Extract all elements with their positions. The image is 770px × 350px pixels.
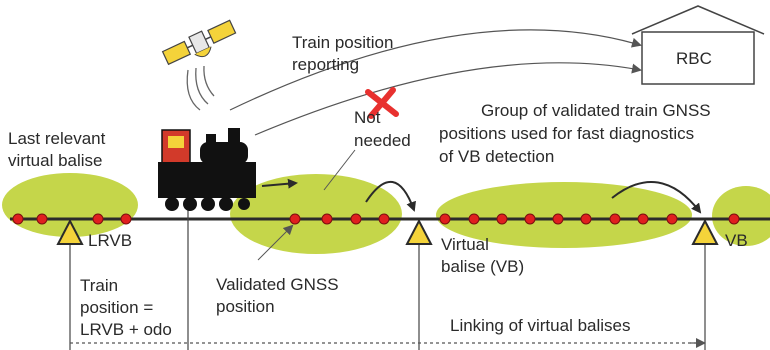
red-cross-icon <box>365 87 399 119</box>
gnss-point <box>666 213 678 225</box>
gnss-point <box>12 213 24 225</box>
gnss-point <box>350 213 362 225</box>
gnss-point <box>439 213 451 225</box>
last-relevant-label-line2: virtual balise <box>8 151 103 170</box>
virtual-balise-icon <box>691 218 719 245</box>
reference-lines <box>69 210 706 350</box>
virtual-balise-icons <box>56 218 719 245</box>
last-relevant-label-line1: Last relevant <box>8 129 106 148</box>
gnss-point <box>36 213 48 225</box>
virtual-balise-label-line2: balise (VB) <box>441 257 524 276</box>
gnss-point <box>468 213 480 225</box>
train-icon <box>158 128 256 211</box>
rbc-building-icon <box>631 5 765 85</box>
vb-detect-arrow-left <box>365 181 416 212</box>
lrvb-label: LRVB <box>88 231 132 250</box>
gnss-point <box>609 213 621 225</box>
validated-gnss-pointer <box>257 224 294 261</box>
gnss-point <box>580 213 592 225</box>
rbc-label: RBC <box>676 49 712 68</box>
vb-label: VB <box>725 231 748 250</box>
not-needed-label-line2: needed <box>354 131 411 150</box>
not-needed-label-line1: Not <box>354 108 381 127</box>
not-needed-pointer <box>323 149 356 191</box>
vb-detect-arrow-right <box>611 181 702 214</box>
gnss-point <box>524 213 536 225</box>
gnss-point <box>120 213 132 225</box>
gnss-zones <box>2 173 770 254</box>
gnss-point <box>728 213 740 225</box>
group-validated-label-line3: of VB detection <box>439 147 554 166</box>
group-validated-label-line2: positions used for fast diagnostics <box>439 124 694 143</box>
train-position-reporting-label-line1: Train position <box>292 33 393 52</box>
virtual-balise-label-line1: Virtual <box>441 235 489 254</box>
train-position-reporting-label-line2: reporting <box>292 55 359 74</box>
linking-label: Linking of virtual balises <box>450 316 630 335</box>
train-direction-arrow <box>261 178 298 189</box>
position-report-arrow-upper <box>229 29 642 111</box>
gnss-zone-group <box>436 182 692 248</box>
satellite-icon <box>161 19 237 111</box>
validated-gnss-label-line2: position <box>216 297 275 316</box>
gnss-zone-right <box>712 186 770 246</box>
train-position-formula-line2: position = <box>80 298 153 317</box>
virtual-balise-icon <box>405 218 433 245</box>
position-report-arrow-lower <box>254 62 642 136</box>
virtual-balise-icon <box>56 218 84 245</box>
labels: Train position reporting RBC Not needed … <box>8 33 748 339</box>
train-position-formula-line3: LRVB + odo <box>80 320 172 339</box>
gnss-point <box>637 213 649 225</box>
group-validated-label-line1: Group of validated train GNSS <box>481 101 711 120</box>
gnss-point <box>92 213 104 225</box>
gnss-position-points <box>12 213 740 225</box>
train-position-formula-line1: Train <box>80 276 118 295</box>
gnss-point <box>552 213 564 225</box>
validated-gnss-label-line1: Validated GNSS <box>216 275 339 294</box>
gnss-point <box>496 213 508 225</box>
gnss-zone-validated <box>230 174 402 254</box>
gnss-point <box>321 213 333 225</box>
gnss-point <box>289 213 301 225</box>
gnss-point <box>378 213 390 225</box>
gnss-zone-left <box>2 173 138 237</box>
